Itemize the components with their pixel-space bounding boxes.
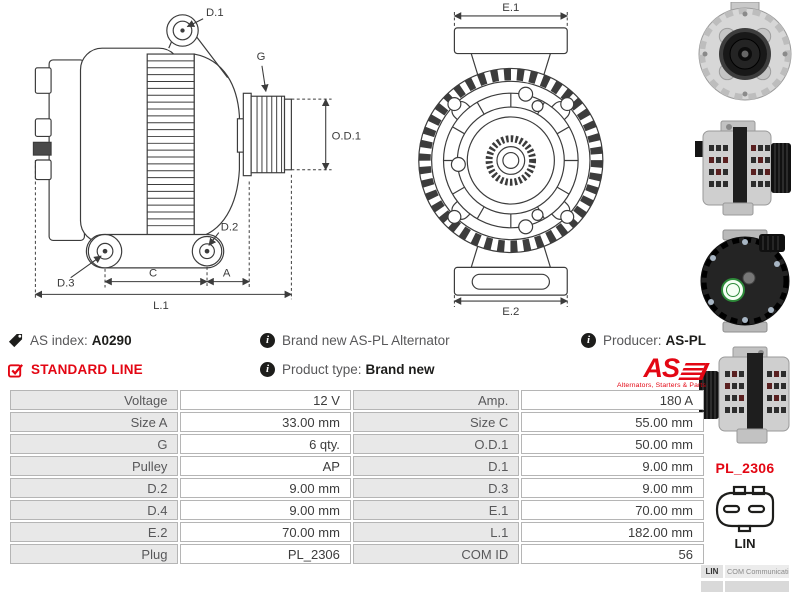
spec-value-cell: PL_2306 <box>180 544 351 564</box>
spec-value-cell: 55.00 mm <box>521 412 704 432</box>
com-legend-row: LIN COM Communication <box>701 565 789 578</box>
dim-label-g: G <box>257 51 266 63</box>
photo-rear-view[interactable] <box>693 228 797 334</box>
spec-label-cell: COM ID <box>352 544 520 564</box>
lin-connector-icon <box>715 485 775 533</box>
dim-label-c: C <box>149 268 157 280</box>
com-legend-key: LIN <box>701 565 723 578</box>
aspl-logo-stripes <box>678 362 710 380</box>
photo-front-view[interactable] <box>693 1 797 108</box>
spec-label-cell: E.1 <box>352 500 520 520</box>
spec-label-cell: Pulley <box>10 456 179 476</box>
product-type-line: Product type: Brand new <box>260 355 548 384</box>
standard-line-label: STANDARD LINE <box>31 362 143 377</box>
aspl-logo: AS Alternators, Starters & Parts <box>617 353 710 389</box>
green-sticker <box>721 278 745 302</box>
info-icon <box>260 362 275 377</box>
spec-value-cell: 9.00 mm <box>180 500 351 520</box>
spec-label-cell: G <box>10 434 179 454</box>
spec-value-cell: 180 A <box>521 390 704 410</box>
spec-row: D.2 9.00 mm D.3 9.00 mm <box>10 478 704 498</box>
dim-label-d2: D.2 <box>221 222 239 234</box>
spec-value-cell: 6 qty. <box>180 434 351 454</box>
spec-value-cell: 33.00 mm <box>180 412 351 432</box>
spec-label-cell: Plug <box>10 544 179 564</box>
spec-table: Voltage 12 V Amp. 180 A Size A 33.00 mm … <box>8 388 706 566</box>
alternator-front-view-drawing: E.1 E.2 <box>418 2 604 318</box>
spec-value-cell: 9.00 mm <box>180 478 351 498</box>
spec-label-cell: D.2 <box>10 478 179 498</box>
info-icon <box>260 333 275 348</box>
dim-label-d1: D.1 <box>206 7 224 19</box>
spec-value-cell: 56 <box>521 544 704 564</box>
dim-label-od1: O.D.1 <box>332 130 361 142</box>
spec-row: Pulley AP D.1 9.00 mm <box>10 456 704 476</box>
dim-label-d3: D.3 <box>57 278 75 290</box>
spec-label-cell: D.1 <box>352 456 520 476</box>
com-id-legend: LIN COM Communication <box>701 565 789 593</box>
spec-label-cell: E.2 <box>10 522 179 542</box>
product-type-label: Product type: <box>282 362 362 377</box>
spec-label-cell: Size C <box>352 412 520 432</box>
spec-value-cell: 182.00 mm <box>521 522 704 542</box>
dim-label-e1: E.1 <box>502 2 519 14</box>
spec-value-cell: 9.00 mm <box>521 478 704 498</box>
photo-side-view-pulley-left[interactable] <box>693 341 797 447</box>
dim-label-l1: L.1 <box>153 300 169 312</box>
dim-label-e2: E.2 <box>502 306 519 318</box>
spec-label-cell: D.3 <box>352 478 520 498</box>
terminal-block <box>32 141 52 156</box>
producer-label: Producer: <box>602 333 662 348</box>
brand-new-text: Brand new AS-PL Alternator <box>282 333 450 348</box>
spec-label-cell: L.1 <box>352 522 520 542</box>
spec-value-cell: AP <box>180 456 351 476</box>
spec-row: Plug PL_2306 COM ID 56 <box>10 544 704 564</box>
plug-code-label: PL_2306 <box>715 460 775 476</box>
spec-value-cell: 70.00 mm <box>521 500 704 520</box>
spec-label-cell: O.D.1 <box>352 434 520 454</box>
dim-label-a: A <box>223 268 231 280</box>
standard-line-row: STANDARD LINE <box>8 355 260 384</box>
photo-side-view-pulley-right[interactable] <box>693 115 797 221</box>
spec-label-cell: Amp. <box>352 390 520 410</box>
as-index-label: AS index: <box>30 333 88 348</box>
spec-label-cell: Size A <box>10 412 179 432</box>
producer-line: Producer: AS-PL <box>580 326 707 355</box>
spec-row: Size A 33.00 mm Size C 55.00 mm <box>10 412 704 432</box>
aspl-logo-tagline: Alternators, Starters & Parts <box>617 381 706 389</box>
spec-label-cell: Voltage <box>10 390 179 410</box>
spec-row: D.4 9.00 mm E.1 70.00 mm <box>10 500 704 520</box>
product-type-value: Brand new <box>365 362 435 377</box>
placeholder-row <box>701 581 789 592</box>
spec-row: G 6 qty. O.D.1 50.00 mm <box>10 434 704 454</box>
spec-value-cell: 70.00 mm <box>180 522 351 542</box>
alternator-side-view-drawing: D.1 G O.D.1 D.2 D.3 C A L.1 <box>32 7 361 312</box>
spec-row: E.2 70.00 mm L.1 182.00 mm <box>10 522 704 542</box>
com-legend-value: COM Communication <box>725 565 789 578</box>
product-photo-gallery: PL_2306 LIN LIN COM Communication <box>690 1 800 593</box>
aspl-logo-text: AS <box>643 353 680 383</box>
producer-value: AS-PL <box>665 333 707 348</box>
info-icon <box>580 333 596 348</box>
connector-type-label: LIN <box>734 536 756 551</box>
checkbox-check-icon <box>8 362 24 378</box>
as-index-line: AS index: A0290 <box>8 326 260 355</box>
spec-row: Voltage 12 V Amp. 180 A <box>10 390 704 410</box>
spec-value-cell: 50.00 mm <box>521 434 704 454</box>
tag-icon <box>8 333 23 348</box>
spec-label-cell: D.4 <box>10 500 179 520</box>
brand-new-line: Brand new AS-PL Alternator <box>260 326 548 355</box>
as-index-value: A0290 <box>91 333 132 348</box>
spec-value-cell: 9.00 mm <box>521 456 704 476</box>
spec-value-cell: 12 V <box>180 390 351 410</box>
product-info-bar: AS index: A0290 STANDARD LINE Brand new … <box>8 326 710 389</box>
